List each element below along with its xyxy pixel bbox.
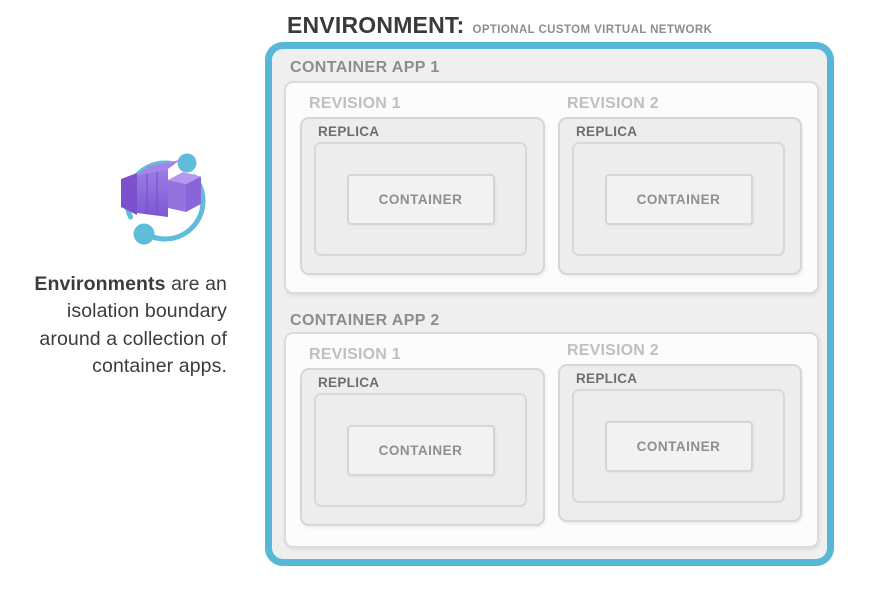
revision-2-label: REVISION 2 bbox=[567, 342, 659, 359]
replica-box: CONTAINER bbox=[572, 389, 785, 503]
container-app-2-label: CONTAINER APP 2 bbox=[290, 312, 440, 329]
diagram-title: ENVIRONMENT: OPTIONAL CUSTOM VIRTUAL NET… bbox=[287, 12, 712, 39]
environment-title: ENVIRONMENT: bbox=[287, 12, 465, 38]
revision-1-label: REVISION 1 bbox=[309, 346, 401, 363]
container-box: CONTAINER bbox=[604, 173, 753, 225]
container-box: CONTAINER bbox=[346, 173, 495, 225]
container-app-1-label: CONTAINER APP 1 bbox=[290, 59, 440, 76]
description-text: Environments are an isolation boundary a… bbox=[18, 271, 227, 381]
replica-label: REPLICA bbox=[576, 124, 638, 139]
replica-label: REPLICA bbox=[318, 375, 380, 390]
container-app-1-box: REVISION 1 REPLICA CONTAINER REVISION 2 … bbox=[284, 81, 819, 294]
replica-box: CONTAINER bbox=[314, 393, 527, 507]
container-box: CONTAINER bbox=[604, 420, 753, 472]
replica-box: CONTAINER bbox=[572, 142, 785, 256]
revision-1-label: REVISION 1 bbox=[309, 95, 401, 112]
environment-boundary: CONTAINER APP 1 REVISION 1 REPLICA CONTA… bbox=[265, 42, 834, 566]
description-line: container apps. bbox=[92, 355, 227, 378]
description-line: around a collection of bbox=[39, 327, 227, 350]
container-box: CONTAINER bbox=[346, 424, 495, 476]
container-app-2-box: REVISION 1 REPLICA CONTAINER REVISION 2 … bbox=[284, 332, 819, 548]
revision-2-box: REPLICA CONTAINER bbox=[558, 117, 802, 275]
description-line: isolation boundary bbox=[66, 300, 227, 323]
revision-1-box: REPLICA CONTAINER bbox=[300, 117, 545, 275]
revision-2-label: REVISION 2 bbox=[567, 95, 659, 112]
description-bold-word: Environments bbox=[34, 273, 166, 295]
revision-2-box: REPLICA CONTAINER bbox=[558, 364, 802, 522]
revision-1-box: REPLICA CONTAINER bbox=[300, 368, 545, 526]
virtual-network-subtitle: OPTIONAL CUSTOM VIRTUAL NETWORK bbox=[472, 24, 713, 36]
replica-label: REPLICA bbox=[576, 371, 638, 386]
replica-label: REPLICA bbox=[318, 124, 380, 139]
description-line: Environments are an bbox=[34, 273, 227, 295]
replica-box: CONTAINER bbox=[314, 142, 527, 256]
azure-container-apps-icon bbox=[121, 153, 206, 245]
